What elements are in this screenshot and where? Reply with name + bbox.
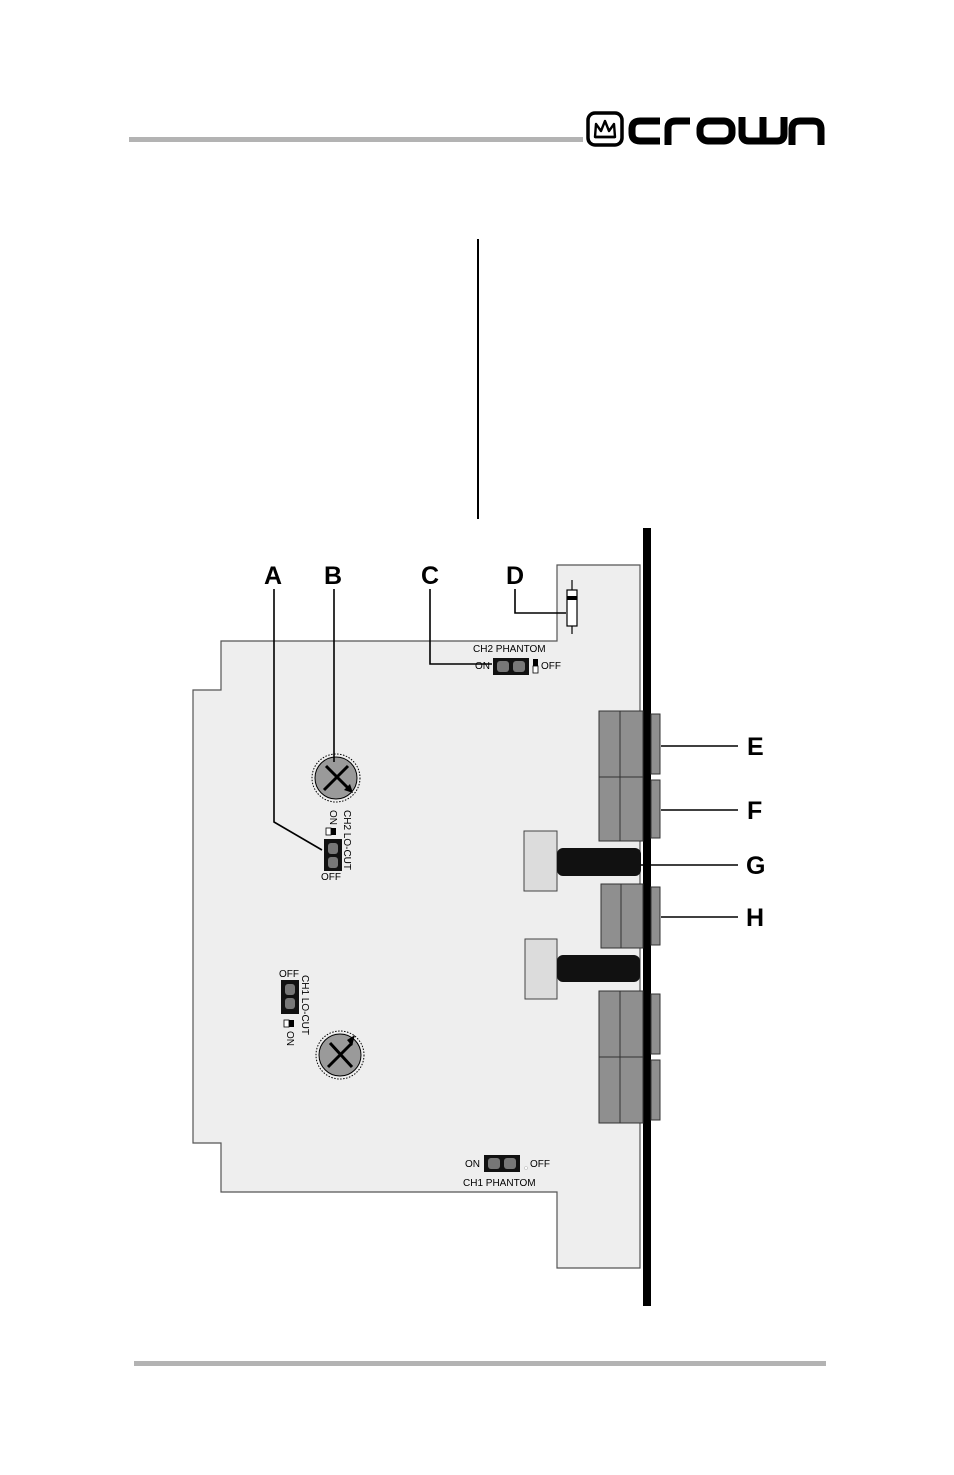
- callout-a: A: [264, 562, 282, 590]
- ch1-lo-cut-knob: [315, 1030, 365, 1080]
- ch2-phantom-jumper: [493, 658, 539, 675]
- connector-lower-2: [598, 1056, 661, 1124]
- crown-logo: crown: [586, 111, 825, 147]
- callout-f: F: [747, 797, 762, 825]
- fuse-d: [566, 580, 578, 634]
- ch2-phantom-off-label: OFF: [541, 661, 561, 672]
- circuit-board: [192, 564, 641, 1269]
- leader-lines: [273, 589, 738, 918]
- jack-g: [523, 830, 641, 892]
- front-panel: [643, 528, 651, 1306]
- callout-b: B: [324, 562, 342, 590]
- ch1-phantom-off-label: OFF: [530, 1159, 550, 1170]
- ch2-lo-cut-label: CH2 LO-CUT: [341, 810, 352, 870]
- connector-f: [598, 776, 661, 842]
- connector-h: [600, 883, 661, 949]
- ch1-lo-cut-label: CH1 LO-CUT: [299, 975, 310, 1035]
- ch1-lo-cut-jumper: [281, 980, 299, 1028]
- ch2-lo-cut-jumper: [324, 827, 342, 871]
- ch1-phantom-label: CH1 PHANTOM: [463, 1178, 536, 1189]
- callout-h: H: [746, 904, 764, 932]
- jack-lower: [524, 938, 640, 1000]
- ch1-phantom-on-label: ON: [465, 1159, 480, 1170]
- ch2-lo-cut-knob: [311, 753, 361, 803]
- ch1-lo-cut-off-label: OFF: [279, 969, 299, 980]
- callout-e: E: [747, 733, 764, 761]
- callout-d: D: [506, 562, 524, 590]
- ch1-phantom-jumper: [484, 1155, 528, 1172]
- callout-g: G: [746, 852, 765, 880]
- ch2-phantom-label: CH2 PHANTOM: [473, 644, 546, 655]
- connector-e: [598, 710, 661, 778]
- column-divider: [477, 239, 479, 519]
- header-rule: [129, 137, 583, 142]
- ch1-lo-cut-on-label: ON: [284, 1031, 295, 1046]
- ch2-phantom-on-label: ON: [475, 661, 490, 672]
- ch2-lo-cut-on-label: ON: [327, 810, 338, 825]
- footer-rule: [134, 1361, 826, 1366]
- callout-c: C: [421, 562, 439, 590]
- ch2-lo-cut-off-label: OFF: [321, 872, 341, 883]
- connector-lower-1: [598, 990, 661, 1058]
